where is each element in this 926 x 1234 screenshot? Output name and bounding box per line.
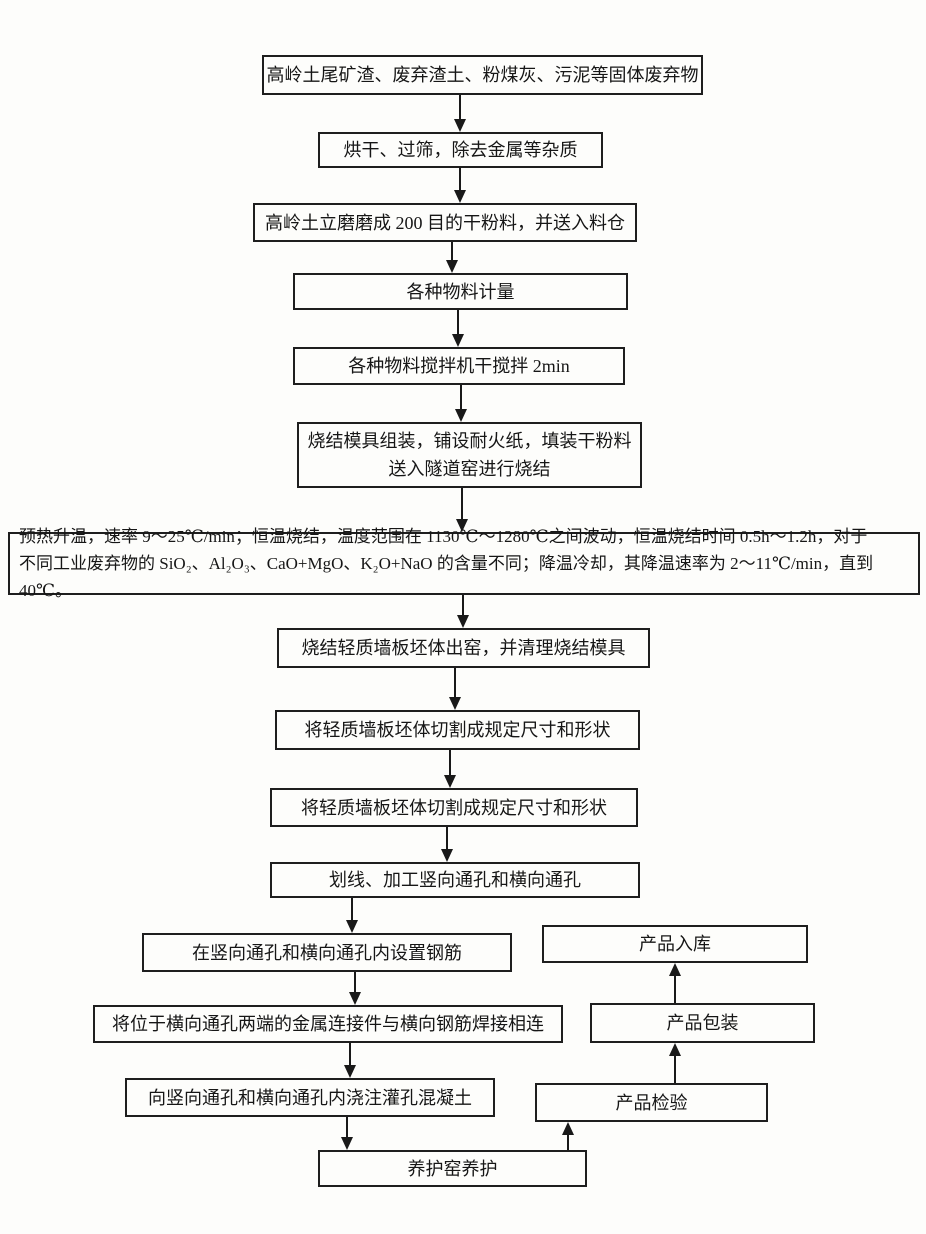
flow-step-curing: 养护窑养护	[318, 1150, 587, 1187]
arrow-down-icon	[441, 827, 453, 862]
arrow-down-icon	[452, 310, 464, 347]
flow-step-label: 烘干、过筛，除去金属等杂质	[343, 140, 578, 160]
flow-step-demolding: 烧结轻质墙板坯体出窑，并清理烧结模具	[277, 628, 650, 668]
flow-step-label: 将轻质墙板坯体切割成规定尺寸和形状	[304, 720, 611, 740]
flow-step-label: 产品入库	[639, 934, 711, 954]
flow-step-cutting-1: 将轻质墙板坯体切割成规定尺寸和形状	[275, 710, 640, 750]
flow-step-label: 高岭土尾矿渣、废弃渣土、粉煤灰、污泥等固体废弃物	[266, 65, 699, 85]
flow-step-label: 划线、加工竖向通孔和横向通孔	[329, 870, 581, 890]
flow-step-label: 高岭土立磨磨成 200 目的干粉料，并送入料仓	[265, 212, 625, 233]
arrow-down-icon	[344, 1043, 356, 1078]
arrow-up-icon	[669, 1043, 681, 1083]
flow-step-label: 烧结轻质墙板坯体出窑，并清理烧结模具	[301, 638, 626, 658]
flow-step-product-inspection: 产品检验	[535, 1083, 768, 1122]
flow-step-label: 各种物料计量	[406, 281, 515, 302]
arrow-down-icon	[349, 972, 361, 1005]
flow-step-dry-sieve: 烘干、过筛，除去金属等杂质	[318, 132, 603, 168]
flow-step-product-packaging: 产品包装	[590, 1003, 815, 1043]
flow-step-mold-assembly: 烧结模具组装，铺设耐火纸，填装干粉料 送入隧道窑进行烧结	[297, 422, 642, 488]
arrow-down-icon	[346, 898, 358, 933]
flow-step-mixing: 各种物料搅拌机干搅拌 2min	[293, 347, 625, 385]
flow-step-welding: 将位于横向通孔两端的金属连接件与横向钢筋焊接相连	[93, 1005, 563, 1043]
flow-step-label: 预热升温，速率 9～25℃/min；恒温烧结，温度范围在 1130℃～1280℃…	[19, 527, 874, 600]
flow-step-label: 将位于横向通孔两端的金属连接件与横向钢筋焊接相连	[112, 1014, 544, 1034]
flow-step-sintering: 预热升温，速率 9～25℃/min；恒温烧结，温度范围在 1130℃～1280℃…	[8, 527, 920, 600]
flow-step-label: 养护窑养护	[407, 1158, 498, 1179]
flow-step-label: 向竖向通孔和横向通孔内浇注灌孔混凝土	[148, 1087, 472, 1108]
flow-step-label: 各种物料搅拌机干搅拌 2min	[348, 356, 570, 376]
arrow-down-icon	[456, 488, 468, 532]
arrow-down-icon	[455, 385, 467, 422]
arrow-up-icon	[669, 963, 681, 1003]
arrow-down-icon	[457, 595, 469, 628]
flow-step-measuring: 各种物料计量	[293, 273, 628, 310]
arrow-down-icon	[454, 95, 466, 132]
arrow-down-icon	[449, 668, 461, 710]
flow-step-label: 将轻质墙板坯体切割成规定尺寸和形状	[301, 797, 607, 818]
arrow-down-icon	[446, 242, 458, 273]
flow-step-label: 产品包装	[666, 1013, 739, 1033]
arrow-up-icon	[562, 1122, 574, 1150]
flow-step-label: 产品检验	[615, 1092, 688, 1113]
arrow-down-icon	[341, 1117, 353, 1150]
flow-step-concrete-pouring: 向竖向通孔和横向通孔内浇注灌孔混凝土	[125, 1078, 495, 1117]
flow-step-label: 在竖向通孔和横向通孔内设置钢筋	[192, 942, 462, 963]
flow-step-rebar-placement: 在竖向通孔和横向通孔内设置钢筋	[142, 933, 512, 972]
flow-step-grinding: 高岭土立磨磨成 200 目的干粉料，并送入料仓	[253, 203, 637, 242]
flow-step-product-storage: 产品入库	[542, 925, 808, 963]
arrow-down-icon	[444, 750, 456, 788]
flow-step-raw-materials: 高岭土尾矿渣、废弃渣土、粉煤灰、污泥等固体废弃物	[262, 55, 703, 95]
flow-step-scribing-drilling: 划线、加工竖向通孔和横向通孔	[270, 862, 640, 898]
flow-step-label: 烧结模具组装，铺设耐火纸，填装干粉料 送入隧道窑进行烧结	[307, 431, 632, 479]
arrow-down-icon	[454, 167, 466, 203]
flow-step-cutting-2: 将轻质墙板坯体切割成规定尺寸和形状	[270, 788, 638, 827]
